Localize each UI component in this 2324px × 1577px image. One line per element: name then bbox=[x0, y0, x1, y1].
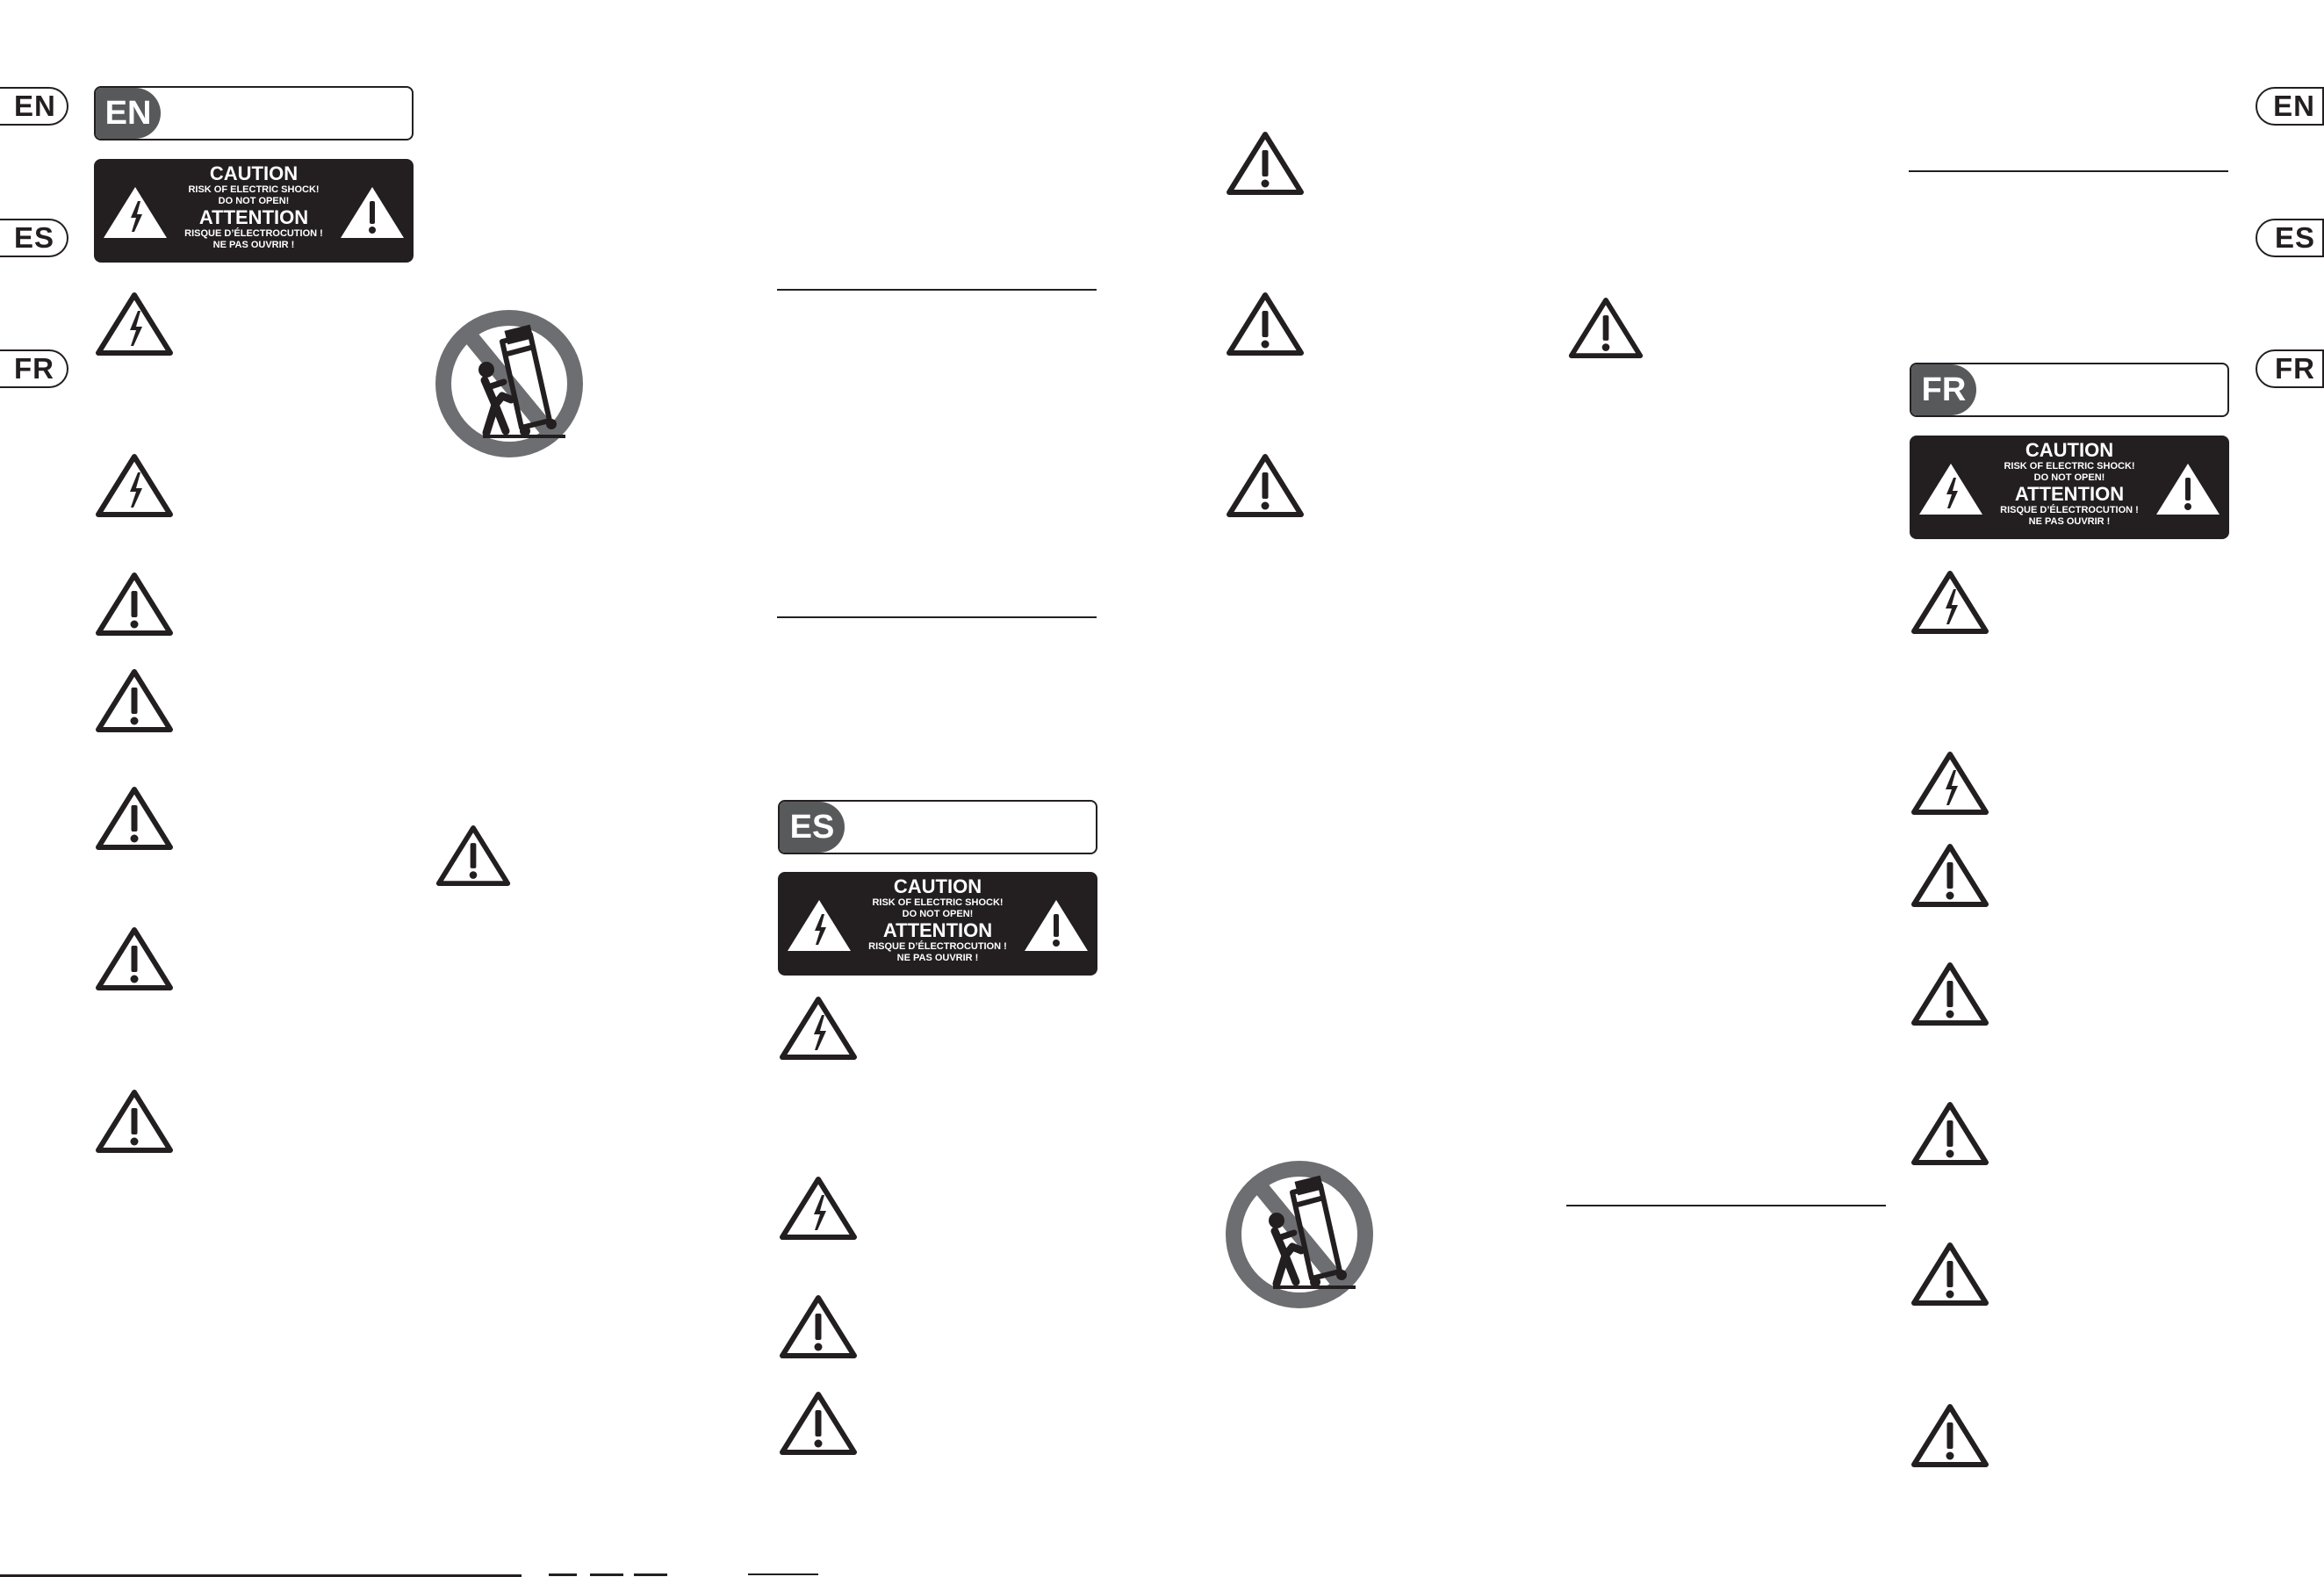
side-tab-en-right[interactable]: EN bbox=[2256, 87, 2324, 126]
caution-line-2: DO NOT OPEN! bbox=[2033, 472, 2105, 483]
side-tab-es-right[interactable]: ES bbox=[2256, 219, 2324, 257]
exclamation-warning-icon bbox=[1224, 290, 1306, 358]
attention-line-1: RISQUE D’ÉLECTROCUTION ! bbox=[2000, 505, 2139, 515]
electric-shock-icon bbox=[785, 897, 853, 954]
side-tab-fr[interactable]: FR bbox=[0, 349, 68, 388]
exclamation-warning-icon bbox=[434, 823, 513, 889]
exclamation-icon bbox=[1022, 897, 1090, 954]
attention-line-1: RISQUE D’ÉLECTROCUTION ! bbox=[868, 941, 1007, 952]
attention-line-2: NE PAS OUVRIR ! bbox=[896, 953, 979, 963]
section-divider bbox=[1566, 1205, 1886, 1206]
caution-title: CAUTION bbox=[2025, 439, 2114, 461]
attention-line-2: NE PAS OUVRIR ! bbox=[2028, 516, 2111, 527]
exclamation-warning-icon bbox=[1909, 1401, 1991, 1470]
footer-mark bbox=[549, 1573, 577, 1576]
caution-label-en: CAUTION RISK OF ELECTRIC SHOCK! DO NOT O… bbox=[94, 159, 414, 263]
exclamation-warning-icon bbox=[1909, 841, 1991, 910]
exclamation-warning-icon bbox=[777, 1389, 860, 1458]
exclamation-warning-icon bbox=[777, 1293, 860, 1361]
electric-shock-warning-icon bbox=[1909, 568, 1991, 637]
electric-shock-warning-icon bbox=[1909, 749, 1991, 817]
attention-line-2: NE PAS OUVRIR ! bbox=[212, 240, 295, 250]
electric-shock-icon bbox=[101, 184, 169, 241]
section-divider bbox=[1909, 170, 2228, 172]
section-header-en: EN bbox=[94, 86, 414, 140]
caution-label-es: CAUTION RISK OF ELECTRIC SHOCK! DO NOT O… bbox=[778, 872, 1097, 976]
electric-shock-warning-icon bbox=[777, 994, 860, 1062]
caution-title: CAUTION bbox=[893, 875, 982, 897]
exclamation-warning-icon bbox=[1909, 960, 1991, 1028]
section-divider bbox=[777, 616, 1097, 618]
caution-line-1: RISK OF ELECTRIC SHOCK! bbox=[872, 897, 1004, 908]
exclamation-icon bbox=[2154, 460, 2222, 518]
exclamation-warning-icon bbox=[93, 570, 176, 638]
footer-mark bbox=[634, 1573, 667, 1576]
caution-line-2: DO NOT OPEN! bbox=[218, 196, 290, 206]
exclamation-warning-icon bbox=[1224, 129, 1306, 198]
section-header-fr: FR bbox=[1910, 363, 2229, 417]
side-tab-es[interactable]: ES bbox=[0, 219, 68, 257]
exclamation-warning-icon bbox=[93, 784, 176, 853]
electric-shock-warning-icon bbox=[93, 290, 176, 358]
electric-shock-warning-icon bbox=[93, 451, 176, 520]
exclamation-warning-icon bbox=[93, 666, 176, 735]
exclamation-icon bbox=[338, 184, 407, 241]
side-tab-en[interactable]: EN bbox=[0, 87, 68, 126]
section-divider bbox=[777, 289, 1097, 291]
section-code-en: EN bbox=[96, 88, 161, 139]
electric-shock-warning-icon bbox=[777, 1174, 860, 1242]
caution-line-1: RISK OF ELECTRIC SHOCK! bbox=[188, 184, 320, 195]
attention-title: ATTENTION bbox=[882, 919, 993, 941]
footer-mark bbox=[590, 1573, 623, 1576]
section-code-es: ES bbox=[780, 802, 845, 853]
footer-rule bbox=[0, 1574, 522, 1577]
exclamation-warning-icon bbox=[1909, 1240, 1991, 1308]
attention-title: ATTENTION bbox=[2014, 483, 2125, 505]
caution-label-fr: CAUTION RISK OF ELECTRIC SHOCK! DO NOT O… bbox=[1910, 436, 2229, 539]
caution-line-2: DO NOT OPEN! bbox=[902, 909, 974, 919]
side-tab-fr-right[interactable]: FR bbox=[2256, 349, 2324, 388]
caution-title: CAUTION bbox=[209, 162, 299, 184]
electric-shock-icon bbox=[1917, 460, 1985, 518]
exclamation-warning-icon bbox=[93, 1087, 176, 1156]
exclamation-warning-icon bbox=[1224, 451, 1306, 520]
caution-line-1: RISK OF ELECTRIC SHOCK! bbox=[2004, 461, 2135, 472]
footer-mark bbox=[748, 1573, 818, 1575]
exclamation-warning-icon bbox=[1566, 295, 1645, 361]
exclamation-warning-icon bbox=[1909, 1099, 1991, 1168]
section-code-fr: FR bbox=[1911, 364, 1976, 415]
attention-line-1: RISQUE D’ÉLECTROCUTION ! bbox=[184, 228, 323, 239]
section-header-es: ES bbox=[778, 800, 1097, 854]
no-cart-tipover-icon bbox=[1224, 1159, 1375, 1310]
attention-title: ATTENTION bbox=[198, 206, 309, 228]
no-cart-tipover-icon bbox=[434, 308, 585, 459]
exclamation-warning-icon bbox=[93, 925, 176, 993]
